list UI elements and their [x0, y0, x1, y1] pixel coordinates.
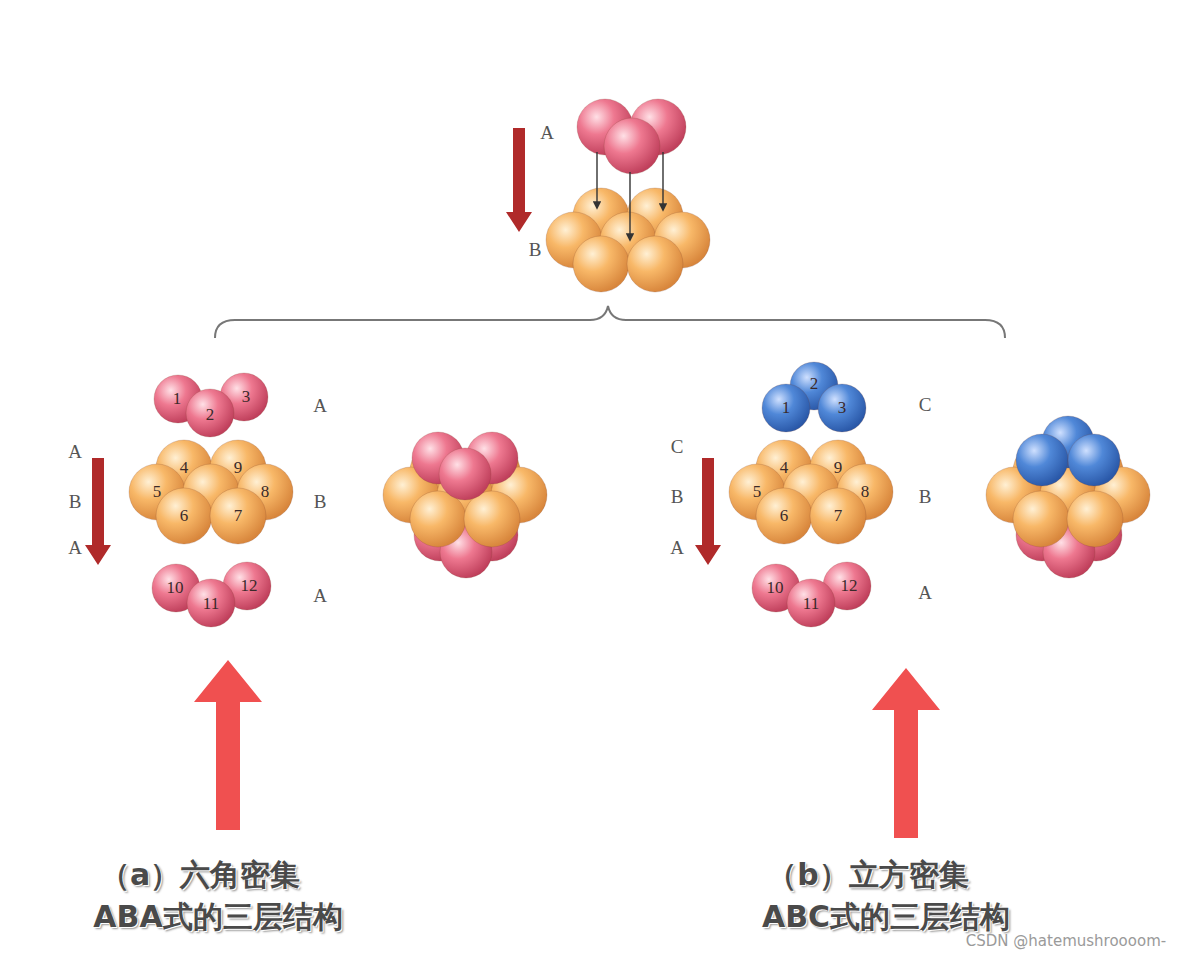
sphere [1013, 491, 1069, 547]
sphere [187, 579, 235, 627]
sphere [573, 236, 629, 292]
layer-letter: B [919, 487, 932, 508]
sphere-number: 1 [173, 390, 182, 409]
sphere [787, 579, 835, 627]
sphere [210, 488, 266, 544]
sphere-number: 4 [780, 459, 789, 478]
sphere-number: 10 [767, 579, 784, 598]
sphere [439, 448, 491, 500]
sphere-number: 9 [834, 459, 843, 478]
caption: ABA式的三层结构 [93, 900, 342, 933]
bracket [215, 306, 1005, 338]
sphere-number: 8 [861, 483, 870, 502]
drop-arrows [597, 152, 663, 240]
sphere [156, 488, 212, 544]
sphere [762, 384, 810, 432]
sphere-number: 2 [206, 406, 215, 425]
sphere [627, 236, 683, 292]
sphere-number: 7 [834, 507, 843, 526]
sphere-number: 12 [841, 577, 858, 596]
stacking-arrows [85, 128, 721, 565]
layer-letter: A [540, 123, 554, 144]
layer-letter: B [69, 492, 82, 513]
sphere-number: 6 [780, 507, 789, 526]
caption: ABC式的三层结构 [762, 900, 1010, 933]
sphere-number: 3 [242, 388, 251, 407]
layer-letter: B [529, 240, 542, 261]
layer-letter: A [670, 538, 684, 559]
sphere-number: 12 [241, 577, 258, 596]
sphere [1016, 434, 1068, 486]
sphere [756, 488, 812, 544]
sphere [1068, 434, 1120, 486]
sphere-number: 6 [180, 507, 189, 526]
sphere-layers [129, 99, 1150, 627]
sphere [186, 389, 234, 437]
sphere [1067, 491, 1123, 547]
sphere-number: 2 [810, 375, 819, 394]
layer-letter: B [671, 487, 684, 508]
sphere [604, 118, 660, 174]
caption: （a）六角密集 [100, 858, 300, 891]
pointer-arrows [194, 660, 940, 838]
layer-letter: A [68, 538, 82, 559]
layer-letter: A [68, 442, 82, 463]
sphere [818, 384, 866, 432]
sphere-number: 10 [167, 579, 184, 598]
sphere-number: 1 [782, 399, 791, 418]
sphere-number: 5 [153, 483, 162, 502]
layer-letter: C [919, 395, 932, 416]
sphere-number: 7 [234, 507, 243, 526]
sphere-number: 9 [234, 459, 243, 478]
sphere-number: 8 [261, 483, 270, 502]
sphere-number: 11 [203, 595, 219, 614]
sphere-number: 4 [180, 459, 189, 478]
caption: （b）立方密集 [767, 858, 968, 891]
sphere-number: 11 [803, 595, 819, 614]
layer-letter: A [918, 583, 932, 604]
sphere [410, 491, 466, 547]
sphere [810, 488, 866, 544]
sphere [464, 491, 520, 547]
layer-letter: C [671, 437, 684, 458]
watermark: CSDN @hatemushroooom- [966, 933, 1166, 950]
layer-letter: B [314, 492, 327, 513]
sphere-number: 3 [838, 399, 847, 418]
layer-letter: A [313, 396, 327, 417]
sphere-number: 5 [753, 483, 762, 502]
layer-letter: A [313, 586, 327, 607]
